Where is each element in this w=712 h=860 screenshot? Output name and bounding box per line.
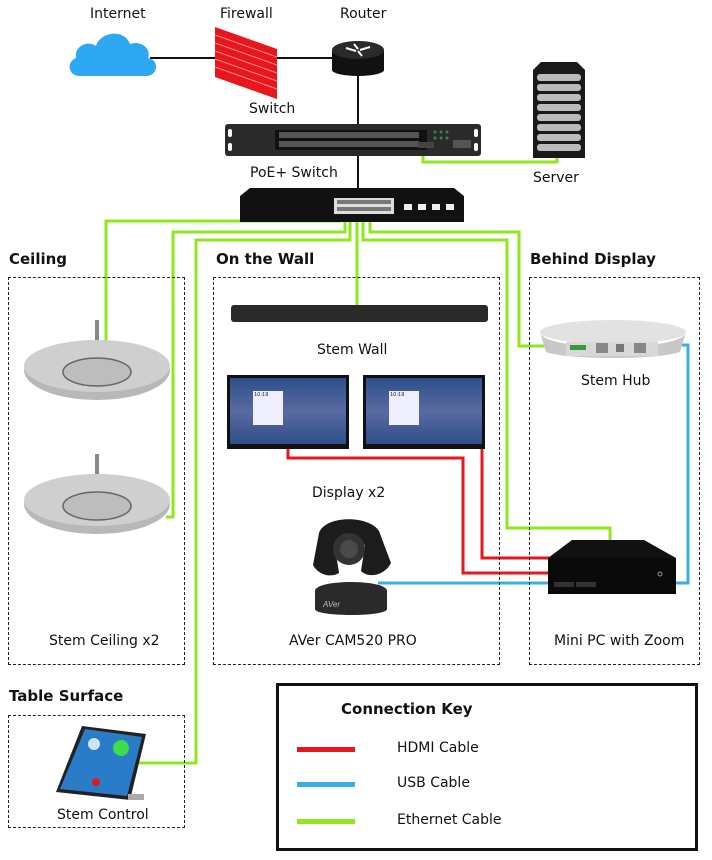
usb-label: USB Cable (397, 775, 470, 791)
server-icon (533, 62, 585, 158)
camera-icon: AVer (313, 519, 391, 615)
stem-hub-label: Stem Hub (581, 373, 651, 389)
ceiling-mic-icon (24, 320, 170, 400)
switch-icon (225, 124, 481, 156)
display-clock: 10:19 (389, 391, 419, 425)
router-icon (332, 41, 384, 76)
hdmi-label: HDMI Cable (397, 740, 479, 756)
stem-control-icon (56, 726, 146, 800)
wire-poe-pc (361, 213, 612, 545)
wire-display2-pc (480, 448, 552, 560)
camera-label: AVer CAM520 PRO (289, 633, 417, 649)
poe-switch-icon (240, 188, 464, 222)
display-1: 10:19 (227, 375, 349, 449)
router-label: Router (340, 6, 387, 22)
switch-label: Switch (249, 101, 296, 117)
ceiling-mic-icon (24, 454, 170, 534)
wire-poe-control (138, 213, 352, 765)
firewall-icon (214, 27, 278, 99)
mini-pc-icon (548, 540, 676, 594)
usb-swatch (297, 782, 355, 787)
connection-key: Connection Key HDMI Cable USB Cable Ethe… (276, 683, 698, 851)
wire-poe-hub (368, 213, 546, 348)
display-clock: 10:19 (253, 391, 283, 425)
poe-switch-label: PoE+ Switch (250, 165, 338, 181)
zone-table-surface (8, 715, 185, 828)
zone-wall (213, 277, 500, 665)
display-label: Display x2 (312, 485, 386, 501)
stem-hub-icon (540, 320, 686, 358)
hdmi-swatch (297, 747, 355, 752)
connection-key-title: Connection Key (341, 700, 473, 718)
zone-title-wall: On the Wall (216, 250, 315, 268)
camera-brand: AVer (322, 600, 340, 609)
wire-poe-ceiling2 (166, 213, 347, 519)
internet-label: Internet (90, 6, 146, 22)
server-label: Server (533, 170, 579, 186)
stem-wall-soundbar (231, 305, 488, 322)
ethernet-label: Ethernet Cable (397, 812, 502, 828)
ethernet-swatch (297, 819, 355, 824)
zone-title-table: Table Surface (9, 687, 124, 705)
stem-ceiling-label: Stem Ceiling x2 (49, 633, 160, 649)
zone-ceiling (8, 277, 185, 665)
wire-hub-pc (675, 343, 690, 585)
stem-wall-label: Stem Wall (317, 342, 388, 358)
display-2: 10:19 (363, 375, 485, 449)
cloud-icon (69, 33, 157, 76)
mini-pc-label: Mini PC with Zoom (554, 633, 685, 649)
zone-title-ceiling: Ceiling (9, 250, 68, 268)
zone-behind-display (529, 277, 700, 665)
wire-display1-pc (286, 448, 552, 575)
zone-title-behind: Behind Display (530, 250, 656, 268)
stem-control-label: Stem Control (57, 807, 149, 823)
firewall-label: Firewall (220, 6, 273, 22)
